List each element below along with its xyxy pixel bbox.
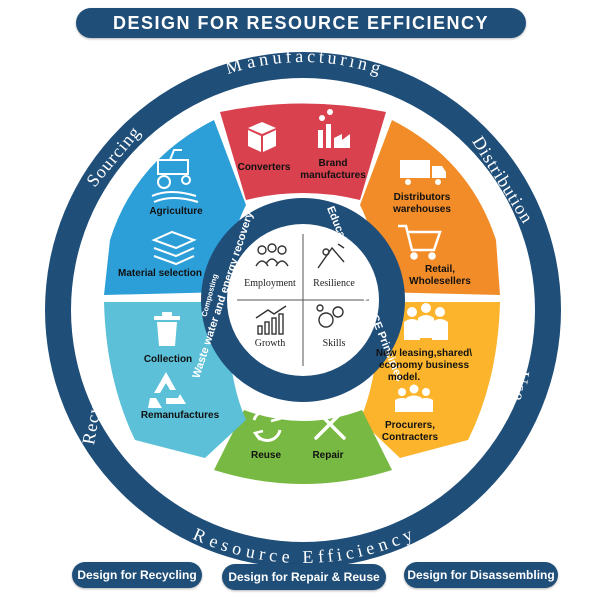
label-remanufactures: Remanufactures	[141, 410, 220, 421]
label-economy-business: economy business	[379, 360, 469, 371]
page-title: DESIGN FOR RESOURCE EFFICIENCY	[76, 8, 526, 38]
label-model: model.	[388, 372, 420, 383]
label-converters: Converters	[238, 162, 291, 173]
label-distributors: Distributors	[394, 192, 451, 203]
center-label-resilience: Resilience	[313, 278, 355, 289]
resilience-icon	[317, 243, 345, 269]
material-layers-icon	[151, 230, 197, 266]
label-collection: Collection	[144, 354, 192, 365]
footer-design-repair-reuse: Design for Repair & Reuse	[222, 564, 386, 590]
label-repair: Repair	[312, 450, 343, 461]
people-group-icon	[404, 303, 448, 340]
center-label-growth: Growth	[255, 338, 286, 349]
segment-repair	[214, 410, 392, 484]
segment-sourcing	[104, 120, 246, 295]
procurers-icon	[395, 384, 433, 412]
label-agriculture: Agriculture	[149, 206, 203, 217]
truck-icon	[400, 160, 446, 185]
segment-distribution	[360, 120, 500, 295]
label-reuse: Reuse	[251, 450, 281, 461]
recycle-icon	[148, 372, 186, 408]
center-label-employment: Employment	[244, 278, 296, 289]
repair-icon	[314, 408, 346, 440]
label-manufactures: manufactures	[300, 170, 366, 181]
tractor-icon	[151, 149, 199, 203]
box-icon	[248, 122, 276, 152]
label-warehouses: warehouses	[392, 204, 451, 215]
label-material-selection: Material selection	[118, 268, 202, 279]
skills-icon	[316, 304, 344, 328]
label-new-leasing: New leasing,shared\	[376, 348, 472, 359]
label-contracters: Contracters	[382, 432, 439, 443]
label-retail: Retail,	[425, 264, 455, 275]
shopping-cart-icon	[398, 224, 442, 260]
label-brand: Brand	[319, 158, 348, 169]
segment-manufacturing	[220, 103, 386, 200]
growth-icon	[255, 305, 287, 335]
footer-design-disassembling: Design for Disassembling	[404, 562, 558, 588]
employment-icon	[255, 243, 289, 267]
trash-can-icon	[154, 312, 180, 346]
reuse-icon	[252, 409, 282, 442]
footer-design-recycling: Design for Recycling	[72, 562, 202, 588]
factory-icon	[318, 109, 350, 148]
label-procurers: Procurers,	[385, 420, 435, 431]
label-wholesellers: Wholesellers	[409, 276, 471, 287]
center-label-skills: Skills	[323, 338, 346, 349]
